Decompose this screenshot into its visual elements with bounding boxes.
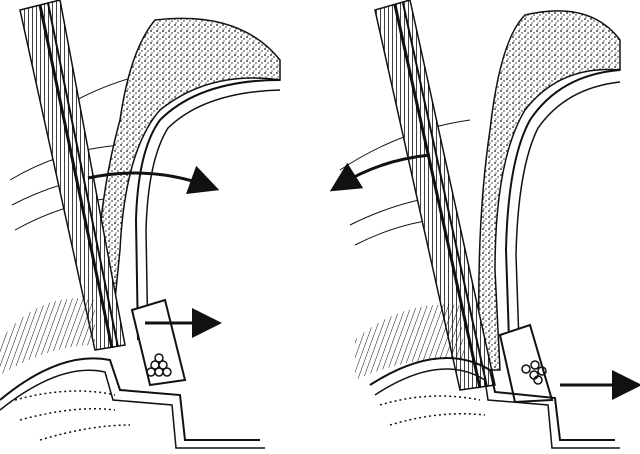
stippled-tissue xyxy=(479,11,620,370)
panel-right-drawing xyxy=(320,0,640,454)
funnel xyxy=(500,325,552,402)
panel-left-drawing xyxy=(0,0,320,454)
panel-left xyxy=(0,0,320,454)
funnel xyxy=(132,300,185,385)
panel-right xyxy=(320,0,640,454)
inner-membrane xyxy=(136,80,280,340)
hatched-region xyxy=(0,298,95,375)
base-outline xyxy=(0,358,260,440)
